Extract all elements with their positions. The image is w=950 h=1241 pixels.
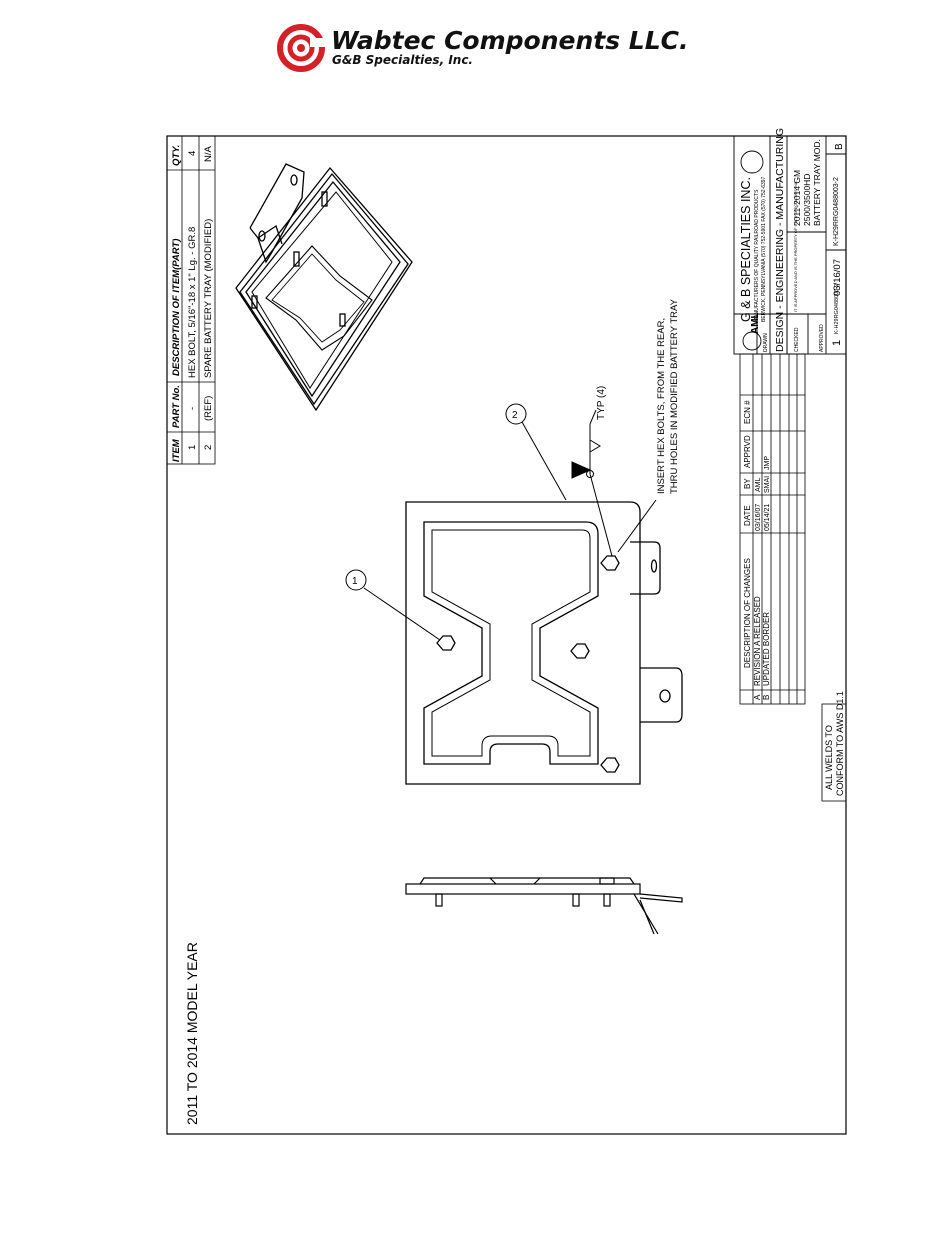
sheet-number: 1 xyxy=(831,340,843,346)
rev-header-date: DATE xyxy=(743,505,752,526)
model-year-title: 2011 TO 2014 MODEL YEAR xyxy=(184,942,200,1125)
assembly-note-line-1: INSERT HEX BOLTS, FROM THE REAR, xyxy=(656,318,667,494)
company-name: G & B SPECIALTIES INC. xyxy=(739,177,753,322)
drawing-title-line-3: BATTERY TRAY MOD. xyxy=(812,139,822,226)
approved-label: APPROVED xyxy=(819,324,825,352)
bom-header-qty: QTY. xyxy=(171,145,182,166)
rev-a-desc: REVISION A RELEASED xyxy=(753,596,762,686)
title-block xyxy=(733,135,847,355)
tray-plan-view xyxy=(405,501,683,785)
rev-b-apprvd: JMP xyxy=(764,456,771,470)
drawing-title-line-2: 2500/3500HD xyxy=(802,174,812,226)
rev-header-apprvd: APPRVD xyxy=(743,435,752,468)
gb-emblem-icon xyxy=(742,331,762,351)
brand-name: Wabtec Components LLC. xyxy=(331,26,689,55)
typ-note: TYP (4) xyxy=(596,386,607,420)
weld-symbol xyxy=(571,409,657,557)
checked-label: CHECKED xyxy=(794,327,800,352)
callout-2-label: 2 xyxy=(512,410,518,421)
rev-header-desc: DESCRIPTION OF CHANGES xyxy=(743,558,752,668)
callout-balloons xyxy=(345,403,567,641)
isometric-tray-view xyxy=(235,163,413,412)
wabtec-logo-icon xyxy=(277,24,328,72)
welds-note-box xyxy=(821,703,847,802)
bom-row-1-item: 1 xyxy=(187,445,198,450)
bom-row-2-desc: SPARE BATTERY TRAY (MODIFIED) xyxy=(203,219,214,378)
drawing-border xyxy=(166,135,847,1135)
revision-letter: B xyxy=(834,143,845,150)
bom-row-1-part: - xyxy=(187,407,198,410)
drawing-date: 03/16/07 xyxy=(832,259,843,296)
bom-row-1-qty: 4 xyxy=(187,151,198,156)
bom-row-2-qty: N/A xyxy=(203,146,214,163)
rev-header-by: BY xyxy=(743,478,752,489)
bom-row-2-part: (REF) xyxy=(203,396,214,421)
made-in-usa-seal-icon xyxy=(740,150,764,174)
company-address: BERWICK, PENNSYLVANIA (570) 752-5901 FAX… xyxy=(761,176,767,322)
tray-side-view xyxy=(405,877,683,935)
rev-b-by: SMAI xyxy=(764,476,771,493)
department-line: DESIGN - ENGINEERING - MANUFACTURING xyxy=(774,128,786,352)
rev-a-date: 03/16/07 xyxy=(755,504,762,531)
rev-a-letter: A xyxy=(753,694,762,700)
drawing-number: K-H29RG0488003-2 xyxy=(834,284,840,334)
bom-header-desc: DESCRIPTION OF ITEM(PART) xyxy=(171,239,182,376)
ownership-disclaimer: IT IS APPROVED AND IS THE PROPERTY OF G … xyxy=(793,180,798,312)
company-logo: Wabtec Components LLC. G&B Specialties, … xyxy=(276,24,696,74)
bom-row-1-desc: HEX BOLT, 5/16"-18 x 1" Lg. - GR.8 xyxy=(187,227,198,378)
rev-a-by: AML xyxy=(755,478,762,493)
revision-table xyxy=(739,353,806,705)
rev-header-ecn: ECN # xyxy=(743,400,752,424)
company-tagline: MANUFACTURERS OF QUALITY RAILROAD PRODUC… xyxy=(754,189,760,322)
bom-table xyxy=(166,135,216,465)
callout-1-label: 1 xyxy=(352,576,358,587)
drawn-label: DRAWN xyxy=(763,333,769,352)
welds-note-line-2: CONFORM TO AWS D1.1 xyxy=(835,691,845,796)
bom-header-item: ITEM xyxy=(171,438,182,462)
brand-subtitle: G&B Specialties, Inc. xyxy=(332,53,473,67)
rev-b-date: 05/14/21 xyxy=(764,504,771,531)
drawing-title-line-1: 2011-2014 GM xyxy=(792,170,802,226)
drawn-initials: AML xyxy=(750,312,761,334)
welds-note-line-1: ALL WELDS TO xyxy=(824,725,834,790)
rev-b-desc: UPDATED BORDER xyxy=(762,612,771,686)
part-number: K-H29RRG0488003-2 xyxy=(833,177,840,246)
bom-row-2-item: 2 xyxy=(203,445,214,450)
rev-b-letter: B xyxy=(762,695,771,700)
assembly-note-line-2: THRU HOLES IN MODIFIED BATTERY TRAY xyxy=(669,298,680,494)
bom-header-part: PART No. xyxy=(171,385,182,428)
